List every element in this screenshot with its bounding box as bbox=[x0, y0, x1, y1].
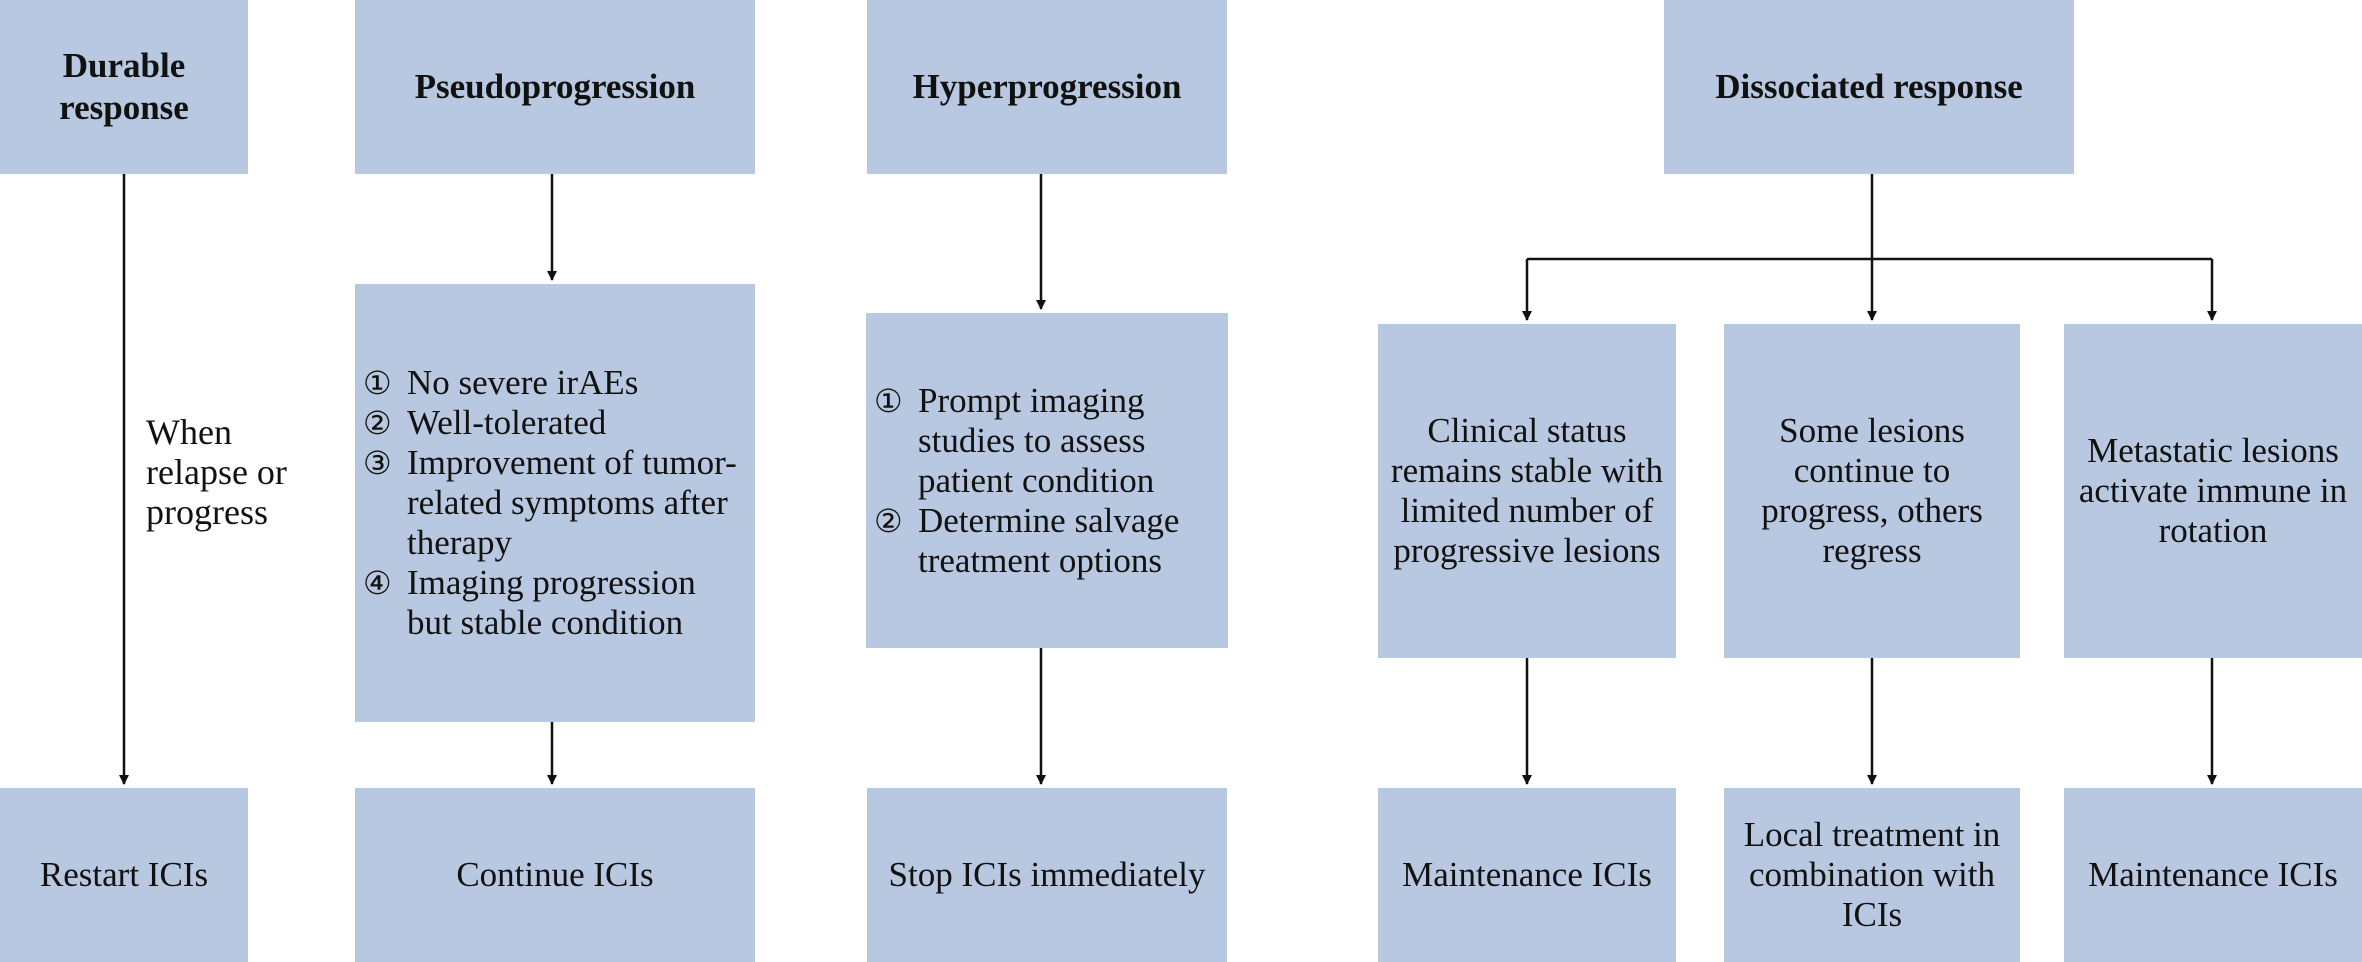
pseudo-criterion: ④ Imaging progression but stable conditi… bbox=[363, 563, 696, 642]
pseudo-criterion: ③ Improvement of tumor-related symptoms … bbox=[363, 443, 737, 562]
pseudo-criterion: ① No severe irAEs bbox=[363, 363, 639, 402]
dissociated-branch-condition-3: Metastatic lesions activate immune in ro… bbox=[2064, 324, 2362, 658]
hyperprogression-header: Hyperprogression bbox=[867, 0, 1227, 174]
stop-icis-box: Stop ICIs immediately bbox=[867, 788, 1227, 962]
pseudoprogression-criteria-box: ① No severe irAEs ② Well-tolerated ③ Imp… bbox=[355, 284, 755, 722]
continue-icis-box: Continue ICIs bbox=[355, 788, 755, 962]
dissociated-branch-condition-2: Some lesions continue to progress, other… bbox=[1724, 324, 2020, 658]
pseudo-criterion: ② Well-tolerated bbox=[363, 403, 607, 442]
durable-response-header: Durable response bbox=[0, 0, 248, 174]
hyper-criterion: ① Prompt imaging studies to assess patie… bbox=[874, 380, 1155, 500]
hyper-criterion: ② Determine salvage treatment options bbox=[874, 500, 1180, 580]
pseudoprogression-header: Pseudoprogression bbox=[355, 0, 755, 174]
restart-icis-box: Restart ICIs bbox=[0, 788, 248, 962]
dissociated-response-header: Dissociated response bbox=[1664, 0, 2074, 174]
durable-response-note: When relapse or progress bbox=[146, 412, 287, 532]
hyperprogression-criteria-box: ① Prompt imaging studies to assess patie… bbox=[866, 313, 1228, 648]
dissociated-branch-action-1: Maintenance ICIs bbox=[1378, 788, 1676, 962]
dissociated-branch-condition-1: Clinical status remains stable with limi… bbox=[1378, 324, 1676, 658]
dissociated-branch-action-2: Local treatment in combination with ICIs bbox=[1724, 788, 2020, 962]
dissociated-branch-action-3: Maintenance ICIs bbox=[2064, 788, 2362, 962]
